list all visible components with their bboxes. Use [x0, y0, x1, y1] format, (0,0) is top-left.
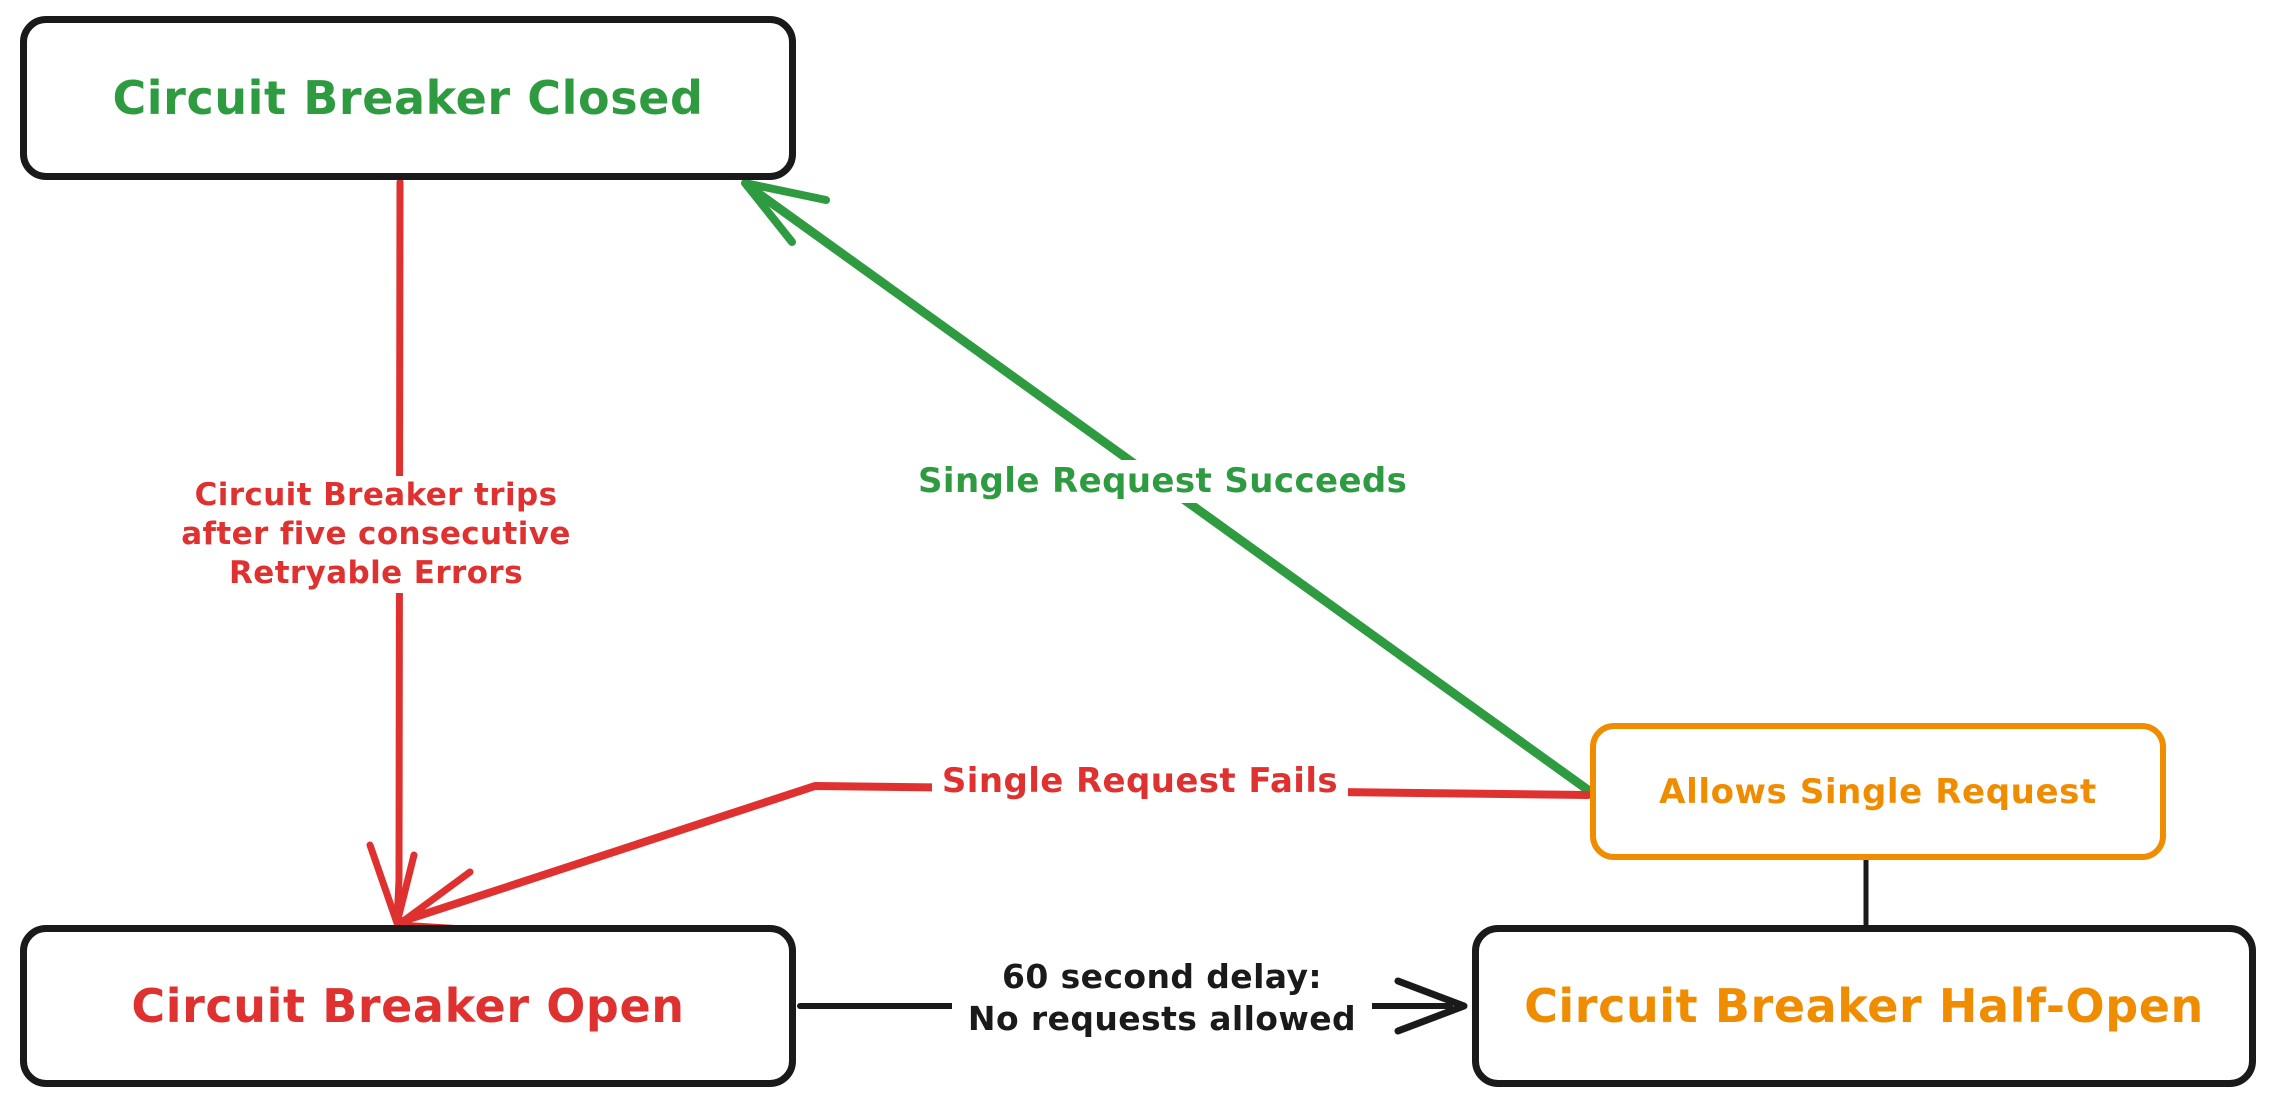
node-label-circuit-breaker-open: Circuit Breaker Open: [131, 979, 685, 1033]
edge-label-open-to-halfopen: 60 second delay: No requests allowed: [952, 956, 1372, 1040]
edge-allows-to-open: [394, 782, 1592, 934]
node-label-circuit-breaker-closed: Circuit Breaker Closed: [112, 71, 704, 125]
edge-label-line: Circuit Breaker trips: [194, 477, 558, 513]
edge-label-line: Retryable Errors: [229, 555, 523, 592]
node-label-circuit-breaker-half-open: Circuit Breaker Half-Open: [1524, 979, 2204, 1033]
node-circuit-breaker-closed[interactable]: Circuit Breaker Closed: [20, 16, 796, 180]
edge-label-line: No requests allowed: [967, 998, 1357, 1038]
edge-label-line: Single Request Fails: [941, 761, 1339, 801]
edge-label-line: Single Request Succeeds: [918, 461, 1408, 501]
node-circuit-breaker-half-open[interactable]: Circuit Breaker Half-Open: [1472, 925, 2256, 1087]
edge-label-line: after five consecutive: [181, 516, 571, 553]
node-allows-single-request[interactable]: Allows Single Request: [1590, 723, 2166, 860]
node-circuit-breaker-open[interactable]: Circuit Breaker Open: [20, 925, 796, 1087]
edge-label-allows-to-open: Single Request Fails: [932, 760, 1348, 803]
edge-label-line: 60 second delay:: [1002, 957, 1322, 996]
node-label-allows-single-request: Allows Single Request: [1659, 771, 2097, 812]
edge-label-closed-to-open: Circuit Breaker trips after five consecu…: [166, 476, 586, 594]
edge-label-allows-to-closed: Single Request Succeeds: [912, 460, 1410, 503]
